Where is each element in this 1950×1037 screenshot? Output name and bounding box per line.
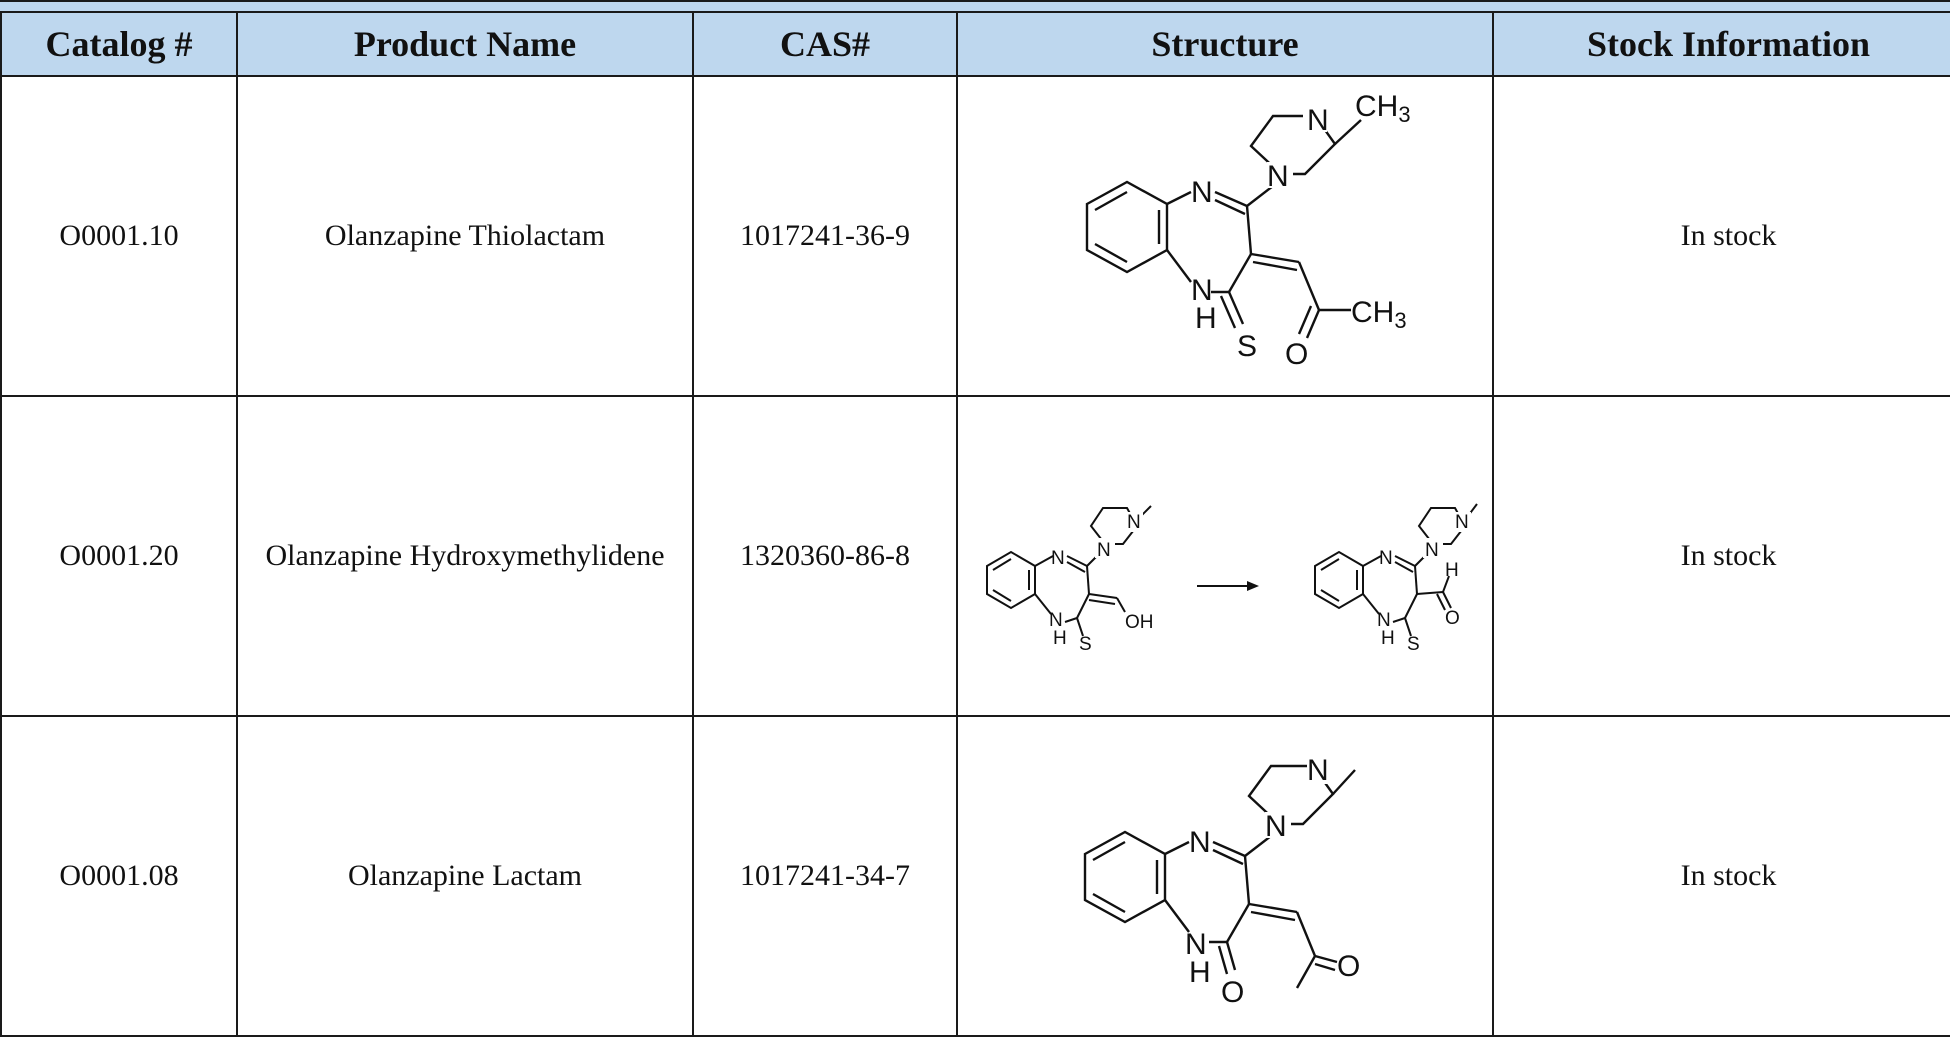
atom-label: H	[1189, 956, 1211, 989]
atom-label: N	[1267, 160, 1289, 193]
atom-label: O	[1285, 338, 1308, 371]
catalog-cell: O0001.08	[0, 715, 238, 1037]
product-name-cell: Olanzapine Lactam	[236, 715, 694, 1037]
structure-lactam: N N N N H O O	[1083, 754, 1360, 1009]
stock-cell: In stock	[1492, 75, 1950, 397]
atom-label: S	[1079, 634, 1092, 655]
atom-label: O	[1337, 950, 1360, 983]
product-name-cell: Olanzapine Thiolactam	[236, 75, 694, 397]
atom-label: N	[1185, 928, 1207, 961]
structure-cell: N N N CH3 N H S O CH3	[956, 75, 1494, 397]
structure-hydroxymethylidene: N N N N H S OH N N N N H S O H	[986, 503, 1478, 655]
header-catalog: Catalog #	[0, 11, 238, 77]
atom-label: N	[1051, 548, 1065, 569]
top-band	[0, 0, 1950, 12]
header-cas: CAS#	[692, 11, 958, 77]
atom-label: N	[1127, 512, 1141, 533]
stock-cell: In stock	[1492, 715, 1950, 1037]
atom-label: N	[1455, 512, 1469, 533]
atom-label: O	[1445, 608, 1460, 629]
atom-label: N	[1379, 548, 1393, 569]
structure-cell: N N N N H S OH N N N N H S O H	[956, 395, 1494, 717]
atom-label: S	[1407, 634, 1420, 655]
structure-thiolactam: N N N CH3 N H S O CH3	[1085, 90, 1411, 371]
atom-label: O	[1221, 976, 1244, 1009]
cas-cell: 1017241-36-9	[692, 75, 958, 397]
atom-label: H	[1195, 302, 1217, 335]
atom-label: N	[1307, 754, 1329, 787]
atom-label: N	[1049, 610, 1063, 631]
table-row: O0001.20 Olanzapine Hydroxymethylidene 1…	[0, 395, 1950, 717]
atom-label: N	[1377, 610, 1391, 631]
atom-label: N	[1191, 274, 1213, 307]
atom-label: N	[1265, 810, 1287, 843]
atom-label: CH3	[1351, 296, 1407, 333]
header-stock-information: Stock Information	[1492, 11, 1950, 77]
table-row: O0001.08 Olanzapine Lactam 1017241-34-7	[0, 715, 1950, 1037]
header-structure: Structure	[956, 11, 1494, 77]
atom-label: N	[1189, 826, 1211, 859]
atom-label: H	[1053, 628, 1067, 649]
atom-label: CH3	[1355, 90, 1411, 127]
header-product-name: Product Name	[236, 11, 694, 77]
stock-cell: In stock	[1492, 395, 1950, 717]
atom-label: H	[1445, 560, 1459, 581]
atom-label: S	[1237, 330, 1257, 363]
catalog-cell: O0001.20	[0, 395, 238, 717]
atom-label: N	[1097, 540, 1111, 561]
catalog-cell: O0001.10	[0, 75, 238, 397]
cas-cell: 1320360-86-8	[692, 395, 958, 717]
atom-label: OH	[1125, 612, 1154, 633]
table-row: O0001.10 Olanzapine Thiolactam 1017241-3…	[0, 75, 1950, 397]
atom-label: N	[1191, 176, 1213, 209]
header-row: Catalog # Product Name CAS# Structure St…	[0, 11, 1950, 77]
cas-cell: 1017241-34-7	[692, 715, 958, 1037]
product-table: Catalog # Product Name CAS# Structure St…	[0, 11, 1950, 1037]
atom-label: N	[1307, 104, 1329, 137]
structure-cell: N N N N H O O	[956, 715, 1494, 1037]
atom-label: H	[1381, 628, 1395, 649]
product-name-cell: Olanzapine Hydroxymethylidene	[236, 395, 694, 717]
atom-label: N	[1425, 540, 1439, 561]
